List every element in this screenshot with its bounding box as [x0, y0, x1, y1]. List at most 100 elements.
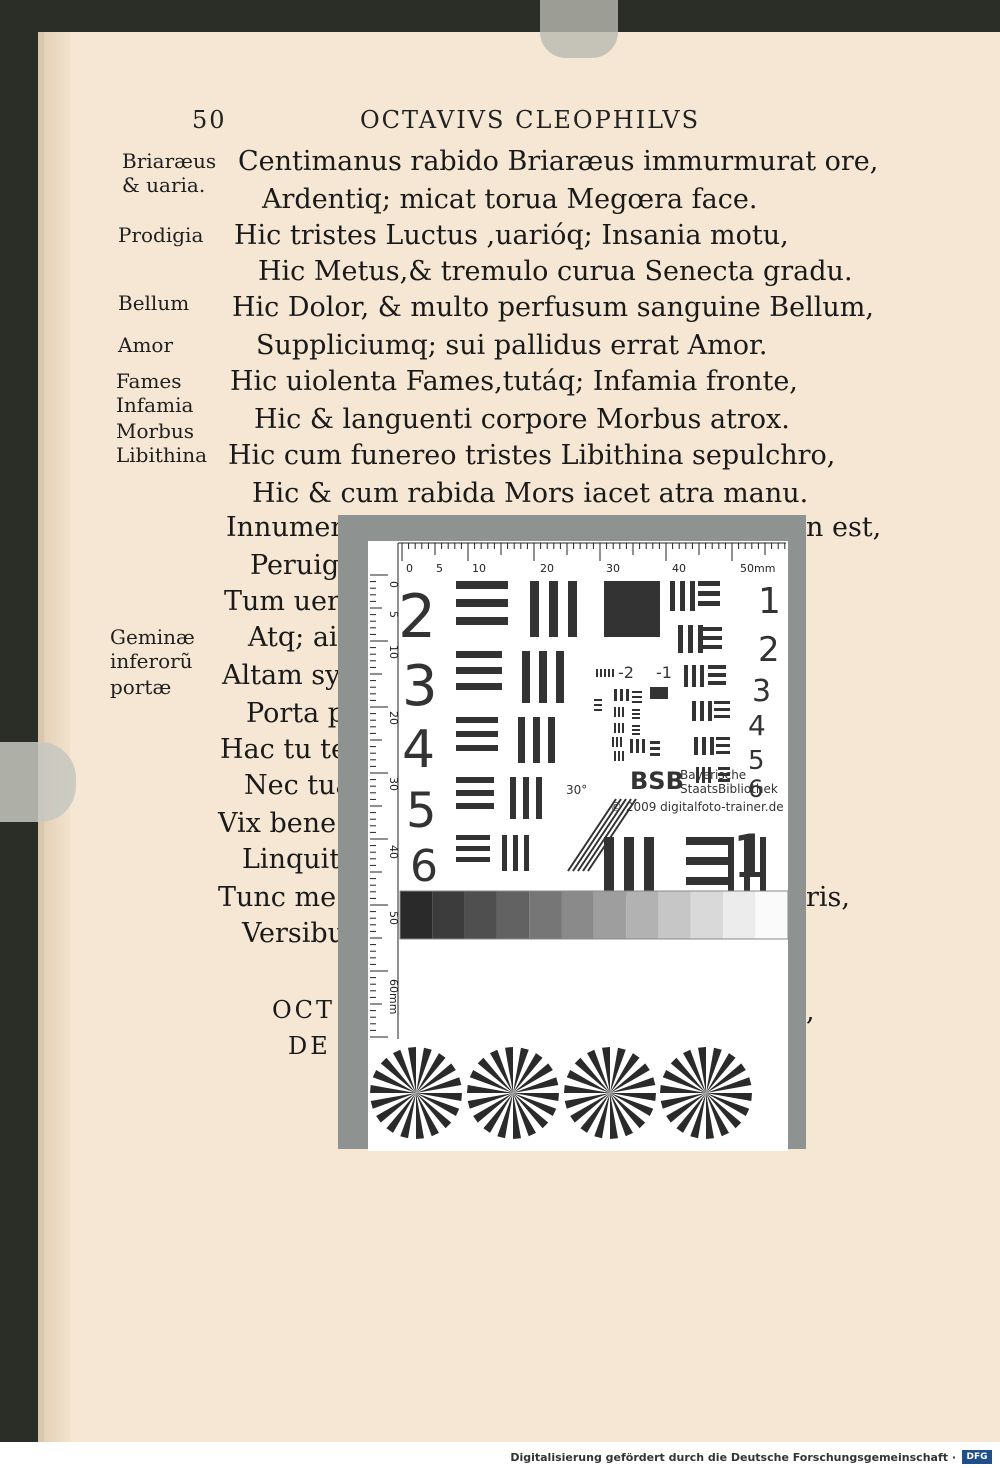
bar-mark [456, 717, 498, 723]
verse-line: Nec tua [244, 770, 352, 801]
bar-mark [708, 767, 711, 783]
chart-digit: 4 [402, 720, 435, 780]
star-wedge [513, 1047, 529, 1093]
gray-step [529, 891, 562, 939]
marginal-gloss: Amor [118, 333, 174, 357]
bar-mark [694, 737, 698, 755]
star-wedge [490, 1049, 513, 1093]
gray-step [561, 891, 594, 939]
marginal-gloss: inferorũ [110, 649, 193, 673]
star-wedge [660, 1085, 706, 1093]
bar-mark [686, 837, 734, 845]
bar-mark [644, 837, 654, 897]
page-edge [44, 32, 70, 1442]
bar-mark [456, 683, 502, 690]
verse-line: Hic & cum rabida Mors iacet atra manu. [252, 478, 809, 509]
star-wedge [683, 1049, 706, 1093]
ruler-label: 0 [387, 581, 400, 588]
bar-mark [692, 665, 696, 687]
bar-mark [522, 651, 530, 703]
bar-mark [539, 651, 547, 703]
institution-line: Bayerische [680, 768, 746, 782]
diagonal-line [582, 798, 632, 872]
bar-mark [456, 617, 508, 625]
verse-tail: ris, [806, 882, 850, 913]
verse-line: Tum uer [224, 586, 340, 617]
marginal-gloss: Libithina [116, 443, 207, 467]
bar-mark [513, 835, 518, 871]
bar-mark [620, 737, 622, 747]
bar-mark [710, 737, 714, 755]
verse-line: Centimanus rabido Briaræus immurmurat or… [238, 146, 879, 177]
bar-mark [650, 741, 660, 744]
ruler-label: 30 [387, 777, 400, 791]
bar-mark [698, 581, 720, 586]
bar-mark [670, 581, 675, 611]
bar-mark [702, 636, 722, 640]
verse-line: Peruigi [250, 550, 348, 581]
ruler-label: 50 [387, 911, 400, 925]
star-wedge [610, 1093, 646, 1129]
bar-mark [650, 753, 660, 756]
star-wedge [416, 1093, 460, 1116]
bar-mark [684, 665, 688, 687]
bar-mark [636, 739, 639, 753]
ruler-label: 5 [387, 611, 400, 618]
chart-digit: 6 [410, 841, 438, 892]
bar-mark [632, 709, 640, 711]
ruler-label: 10 [387, 645, 400, 659]
verse-line: Versibu [242, 918, 346, 949]
star-wedge [416, 1047, 432, 1093]
star-wedge [416, 1093, 452, 1129]
bar-mark [650, 747, 660, 750]
star-wedge [473, 1093, 513, 1123]
funding-notice: Digitalisierung gefördert durch die Deut… [510, 1451, 956, 1464]
star-wedge [706, 1063, 746, 1093]
star-wedge [513, 1093, 559, 1101]
bar-mark [536, 777, 542, 819]
verse-line: Hic tristes Luctus ,uarióq; Insania motu… [234, 220, 789, 251]
gray-step [464, 891, 497, 939]
gray-step [400, 891, 433, 939]
star-wedge [513, 1093, 536, 1137]
bar-mark [700, 665, 704, 687]
bar-mark [632, 717, 640, 719]
gray-step [496, 891, 530, 939]
star-wedge [566, 1070, 610, 1093]
star-wedge [513, 1063, 553, 1093]
bar-mark [698, 591, 720, 596]
verse-line: Hic & languenti corpore Morbus atrox. [254, 404, 790, 435]
marginal-gloss: Briaræus [122, 149, 217, 173]
bar-mark [622, 707, 624, 717]
star-wedge [706, 1093, 750, 1116]
star-wedge [376, 1093, 416, 1123]
verse-tail: n est, [806, 512, 882, 543]
footer-strip [0, 1442, 1000, 1468]
star-wedge [416, 1093, 424, 1139]
bar-mark [626, 689, 629, 701]
star-wedge [706, 1047, 722, 1093]
bar-mark [456, 777, 494, 783]
bar-mark [688, 625, 693, 653]
star-wedge [380, 1057, 416, 1093]
star-wedge [469, 1070, 513, 1093]
bar-mark [632, 725, 640, 727]
marginal-gloss: Morbus [116, 419, 195, 443]
bar-mark [594, 699, 602, 701]
bar-mark [594, 709, 602, 711]
diagonal-line [572, 798, 622, 872]
siemens-star [370, 1047, 462, 1139]
bar-mark [510, 777, 516, 819]
verse-line: Suppliciumq; sui pallidus errat Amor. [256, 330, 768, 361]
glass-clip-left [0, 742, 76, 822]
bar-mark [456, 803, 494, 809]
gray-step [658, 891, 691, 939]
bar-mark [456, 581, 508, 589]
star-wedge [564, 1085, 610, 1093]
chart-digit: 6 [748, 775, 763, 803]
marginal-gloss: portæ [110, 675, 172, 699]
bar-mark [622, 723, 624, 733]
verse-line: Hic Metus,& tremulo curua Senecta gradu. [258, 256, 853, 287]
ruler-label: 40 [387, 845, 400, 859]
verse-line: Ardentiq; micat torua Megœra face. [262, 184, 758, 215]
